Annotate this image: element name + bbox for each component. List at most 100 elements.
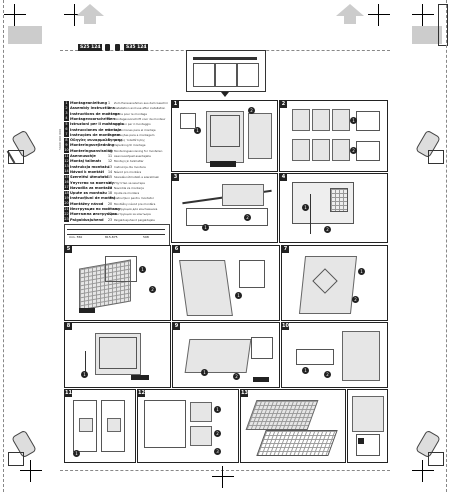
language-name: Instrucţiuni de montaj — [70, 196, 116, 201]
language-page: 8 — [108, 138, 111, 143]
language-page: 10 — [108, 148, 113, 153]
crop-mark-bottom-left — [20, 460, 42, 482]
language-number: 16 — [64, 180, 69, 185]
language-number: 7 — [64, 132, 69, 138]
language-desc: Istruzioni per il montaggio — [114, 122, 151, 127]
dimension-diagram: min. 550 815-875 598 — [64, 224, 170, 246]
crop-mark-top-right — [412, 4, 434, 26]
language-number: 20 — [64, 201, 69, 207]
language-number: 18 — [64, 190, 69, 196]
language-number: 14 — [64, 169, 69, 175]
arrow-up-stem-left — [84, 16, 96, 24]
step-panel-2: 2 1 2 — [279, 100, 388, 172]
language-page: 6 — [108, 127, 111, 132]
language-name: Assembly instructions — [70, 106, 115, 111]
language-name: Istruzioni per il montaggio — [70, 122, 124, 127]
step-number: 4 — [280, 174, 287, 181]
fold-line-right — [446, 0, 447, 492]
language-number: 3 — [64, 111, 69, 117]
language-number: 22 — [64, 211, 69, 217]
language-name: Navodila za montažo — [70, 185, 113, 190]
arrow-up-icon — [336, 4, 364, 16]
step-number: 5 — [65, 246, 72, 253]
language-desc: Installation and use after installation — [114, 106, 166, 111]
language-desc: Montagevoorschrift voor de monteur — [114, 116, 166, 121]
language-number: 10 — [64, 148, 69, 154]
language-number: 19 — [64, 195, 69, 201]
language-name: Montážny návod — [70, 201, 104, 206]
step-panel-11: 11 1 — [64, 389, 136, 463]
language-desc: Упутство за монтера — [114, 180, 145, 185]
language-name: Упутство за монтажу — [70, 180, 114, 185]
language-desc: Instrucţiuni pentru montator — [114, 196, 154, 201]
step-panel-3: 3 1 2 — [171, 173, 278, 243]
crop-mark-top-left — [4, 4, 26, 26]
language-desc: Návod pro montéra — [114, 169, 142, 174]
language-desc: Asennusohjeet asentajalle — [114, 154, 151, 158]
language-page: 19 — [108, 196, 113, 201]
step-panel-8: 8 1 — [64, 322, 171, 388]
language-page: 17 — [108, 185, 113, 190]
language-number: 21 — [64, 206, 69, 212]
step-panel-14 — [347, 389, 388, 463]
language-number: 9 — [64, 142, 69, 148]
registration-block-left — [8, 26, 42, 44]
language-desc: Montaj için talimatlar — [114, 159, 144, 164]
language-name: Upute za montažu — [70, 191, 107, 196]
dimension-label: 815-875 — [105, 235, 118, 239]
language-number: 12 — [64, 158, 69, 164]
fold-line-left — [3, 0, 4, 492]
language-desc: Szerelési útmutató a szerelőnek — [114, 175, 159, 180]
arrow-up-stem-right — [344, 16, 356, 24]
step-panel-13: 13 — [240, 389, 346, 463]
language-page: 15 — [108, 175, 113, 180]
language-name: Instruções de montagem — [70, 132, 121, 137]
language-page: 4 — [108, 116, 111, 121]
language-number: 11 — [64, 153, 69, 159]
language-desc: Navodila za monterja — [114, 185, 144, 190]
language-number: 4 — [64, 116, 69, 122]
step-number: 13 — [241, 390, 248, 397]
step-number: 1 — [172, 101, 179, 108]
dishwasher-icon — [115, 44, 120, 51]
language-name: Montageanleitung — [70, 101, 108, 105]
language-number: 23 — [64, 217, 69, 223]
step-number: 6 — [173, 246, 180, 253]
language-number: 6 — [64, 127, 69, 132]
screw-detail-box-bottom-right — [428, 452, 444, 466]
language-desc: Montážny návod pre montéra — [114, 201, 156, 206]
language-name: Návod k montáži — [70, 169, 104, 174]
language-name: Instructions de montage — [70, 111, 120, 116]
language-desc: Instruções para a montagem — [114, 132, 155, 137]
language-number: 5 — [64, 121, 69, 127]
step-number: 10 — [282, 323, 289, 330]
language-page: 11 — [108, 154, 113, 158]
step-number: 11 — [65, 390, 72, 397]
side-doc-code: 5600 000 000 — [58, 129, 62, 150]
language-name: Instrucciones de montaje — [70, 127, 122, 132]
language-desc: Monteringsanvisning for montøren — [114, 148, 163, 153]
language-desc: Инструкция за монтьора — [114, 212, 151, 217]
language-page: 14 — [108, 169, 113, 174]
fold-line-bottom — [60, 470, 390, 471]
language-page: 2 — [108, 106, 111, 111]
step-panel-12: 12 1 2 3 — [137, 389, 239, 463]
model-badge-right: S35 124 — [124, 44, 149, 51]
